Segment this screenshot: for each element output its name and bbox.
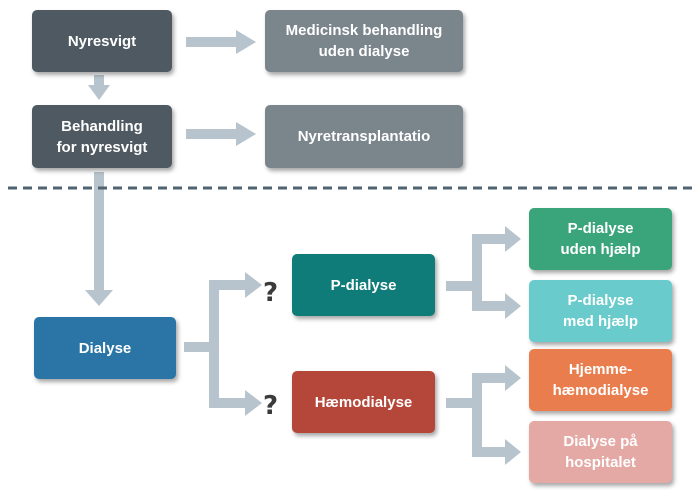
arrow-behandling-dialyse: [85, 172, 113, 306]
arrow-haemodialyse-fork: [446, 365, 521, 465]
node-nyresvigt: Nyresvigt: [32, 10, 172, 72]
arrow-behandling-transplantation: [186, 122, 256, 146]
node-behandling-for-nyresvigt: Behandling for nyresvigt: [32, 105, 172, 168]
question-mark: ?: [263, 278, 279, 308]
arrow-nyresvigt-medicinsk: [186, 30, 256, 54]
node-dialyse-paa-hospitalet: Dialyse på hospitalet: [529, 421, 672, 483]
node-p-dialyse-uden-hjaelp: P-dialyse uden hjælp: [529, 208, 672, 270]
node-dialyse: Dialyse: [34, 317, 176, 379]
node-nyretransplantation: Nyretransplantatio: [265, 105, 463, 168]
arrow-nyresvigt-behandling: [88, 75, 110, 100]
node-medicinsk-behandling: Medicinsk behandling uden dialyse: [265, 10, 463, 72]
node-haemodialyse: Hæmodialyse: [292, 371, 435, 433]
node-p-dialyse-med-hjaelp: P-dialyse med hjælp: [529, 280, 672, 342]
node-hjemme-haemodialyse: Hjemme- hæmodialyse: [529, 349, 672, 411]
question-mark: ?: [263, 391, 279, 421]
arrow-dialyse-fork: [184, 272, 262, 416]
node-p-dialyse: P-dialyse: [292, 254, 435, 316]
arrow-pdialyse-fork: [446, 226, 521, 319]
